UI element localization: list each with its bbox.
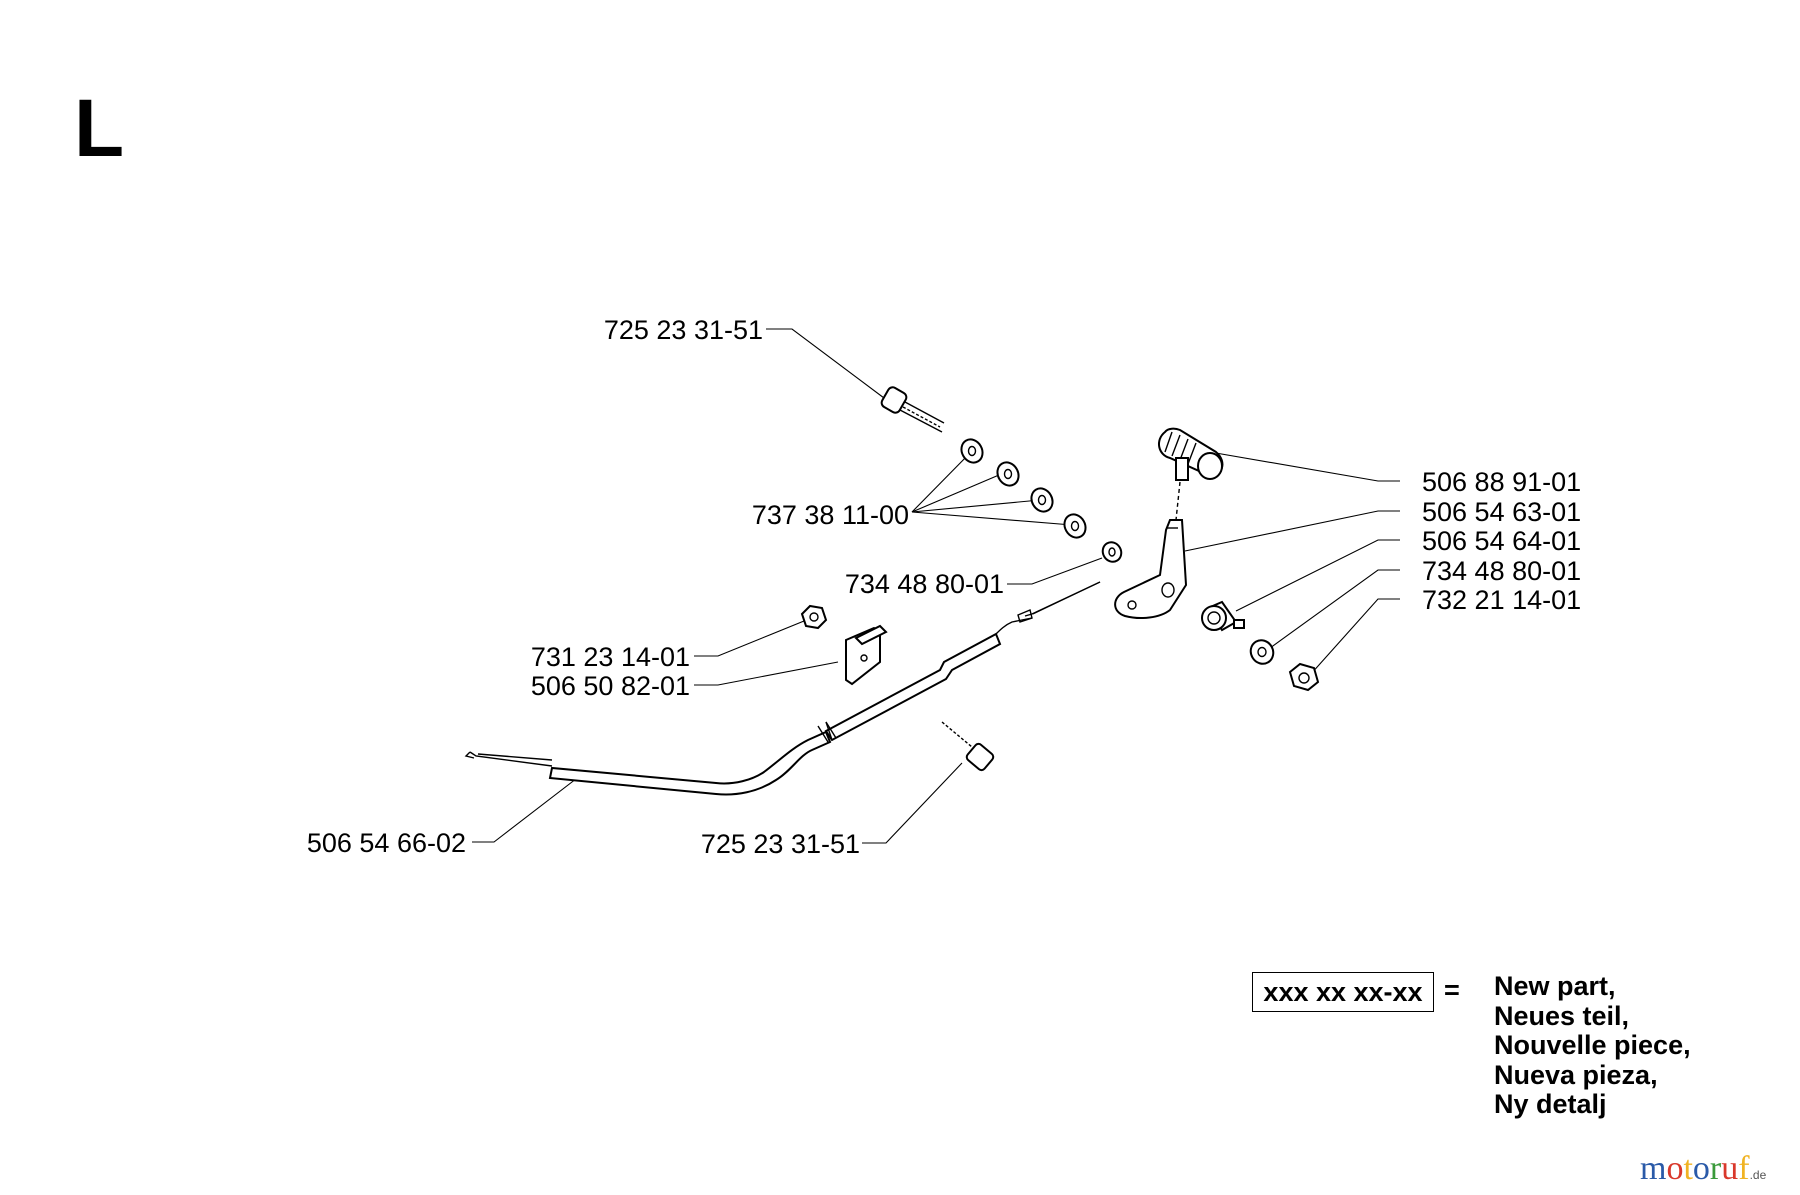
callout-washer-right: 734 48 80-01	[1422, 556, 1581, 586]
watermark-letter: u	[1721, 1150, 1739, 1187]
nut-right-part	[1288, 662, 1320, 692]
section-letter: L	[74, 83, 125, 174]
watermark-letter: o	[1692, 1150, 1710, 1187]
legend-line-sv: Ny detalj	[1494, 1089, 1607, 1119]
watermark-letter: o	[1666, 1150, 1684, 1187]
callout-cable: 506 54 66-02	[307, 828, 466, 858]
cable-part	[464, 581, 1101, 796]
screw-bottom-part	[941, 721, 995, 772]
legend-line-es: Nueva pieza,	[1494, 1059, 1658, 1090]
watermark-letter: r	[1709, 1150, 1722, 1187]
legend-text: New part, Neues teil, Nouvelle piece, Nu…	[1494, 971, 1691, 1120]
legend-equals: =	[1444, 975, 1460, 1005]
watermark-suffix: .de	[1749, 1168, 1767, 1182]
washer-right-part	[1249, 639, 1275, 665]
legend-part-number-box: xxx xx xx-xx	[1252, 972, 1434, 1012]
callout-nut-right: 732 21 14-01	[1422, 585, 1581, 615]
leader-lines	[472, 328, 1400, 844]
callout-labels: 725 23 31-51 737 38 11-00 734 48 80-01 7…	[307, 315, 1581, 859]
washer-stack	[960, 438, 1123, 563]
callout-clip: 506 50 82-01	[531, 671, 690, 701]
callout-screw-bottom: 725 23 31-51	[701, 829, 860, 859]
legend-line-de: Neues teil,	[1494, 1000, 1630, 1031]
callout-nut-left: 731 23 14-01	[531, 642, 690, 672]
callout-screw-top: 725 23 31-51	[604, 315, 763, 345]
nut-left-part	[800, 604, 828, 630]
watermark-letter: m	[1640, 1150, 1667, 1187]
callout-bushing: 506 54 64-01	[1422, 526, 1581, 556]
callout-washers: 737 38 11-00	[752, 500, 909, 530]
knob-part	[1158, 427, 1224, 521]
bushing-part	[1201, 600, 1245, 632]
legend-line-en: New part,	[1494, 971, 1616, 1001]
callout-lever: 506 54 63-01	[1422, 497, 1581, 527]
watermark-logo: motoruf.de	[1640, 1150, 1766, 1188]
screw-top-part	[880, 386, 945, 433]
legend-line-fr: Nouvelle piece,	[1494, 1030, 1691, 1060]
watermark-letter: t	[1683, 1150, 1693, 1187]
lever-part	[1114, 519, 1188, 619]
clip-part	[845, 624, 888, 686]
watermark-letter: f	[1738, 1150, 1750, 1187]
callout-knob: 506 88 91-01	[1422, 467, 1581, 497]
callout-washer-left: 734 48 80-01	[845, 569, 1004, 599]
